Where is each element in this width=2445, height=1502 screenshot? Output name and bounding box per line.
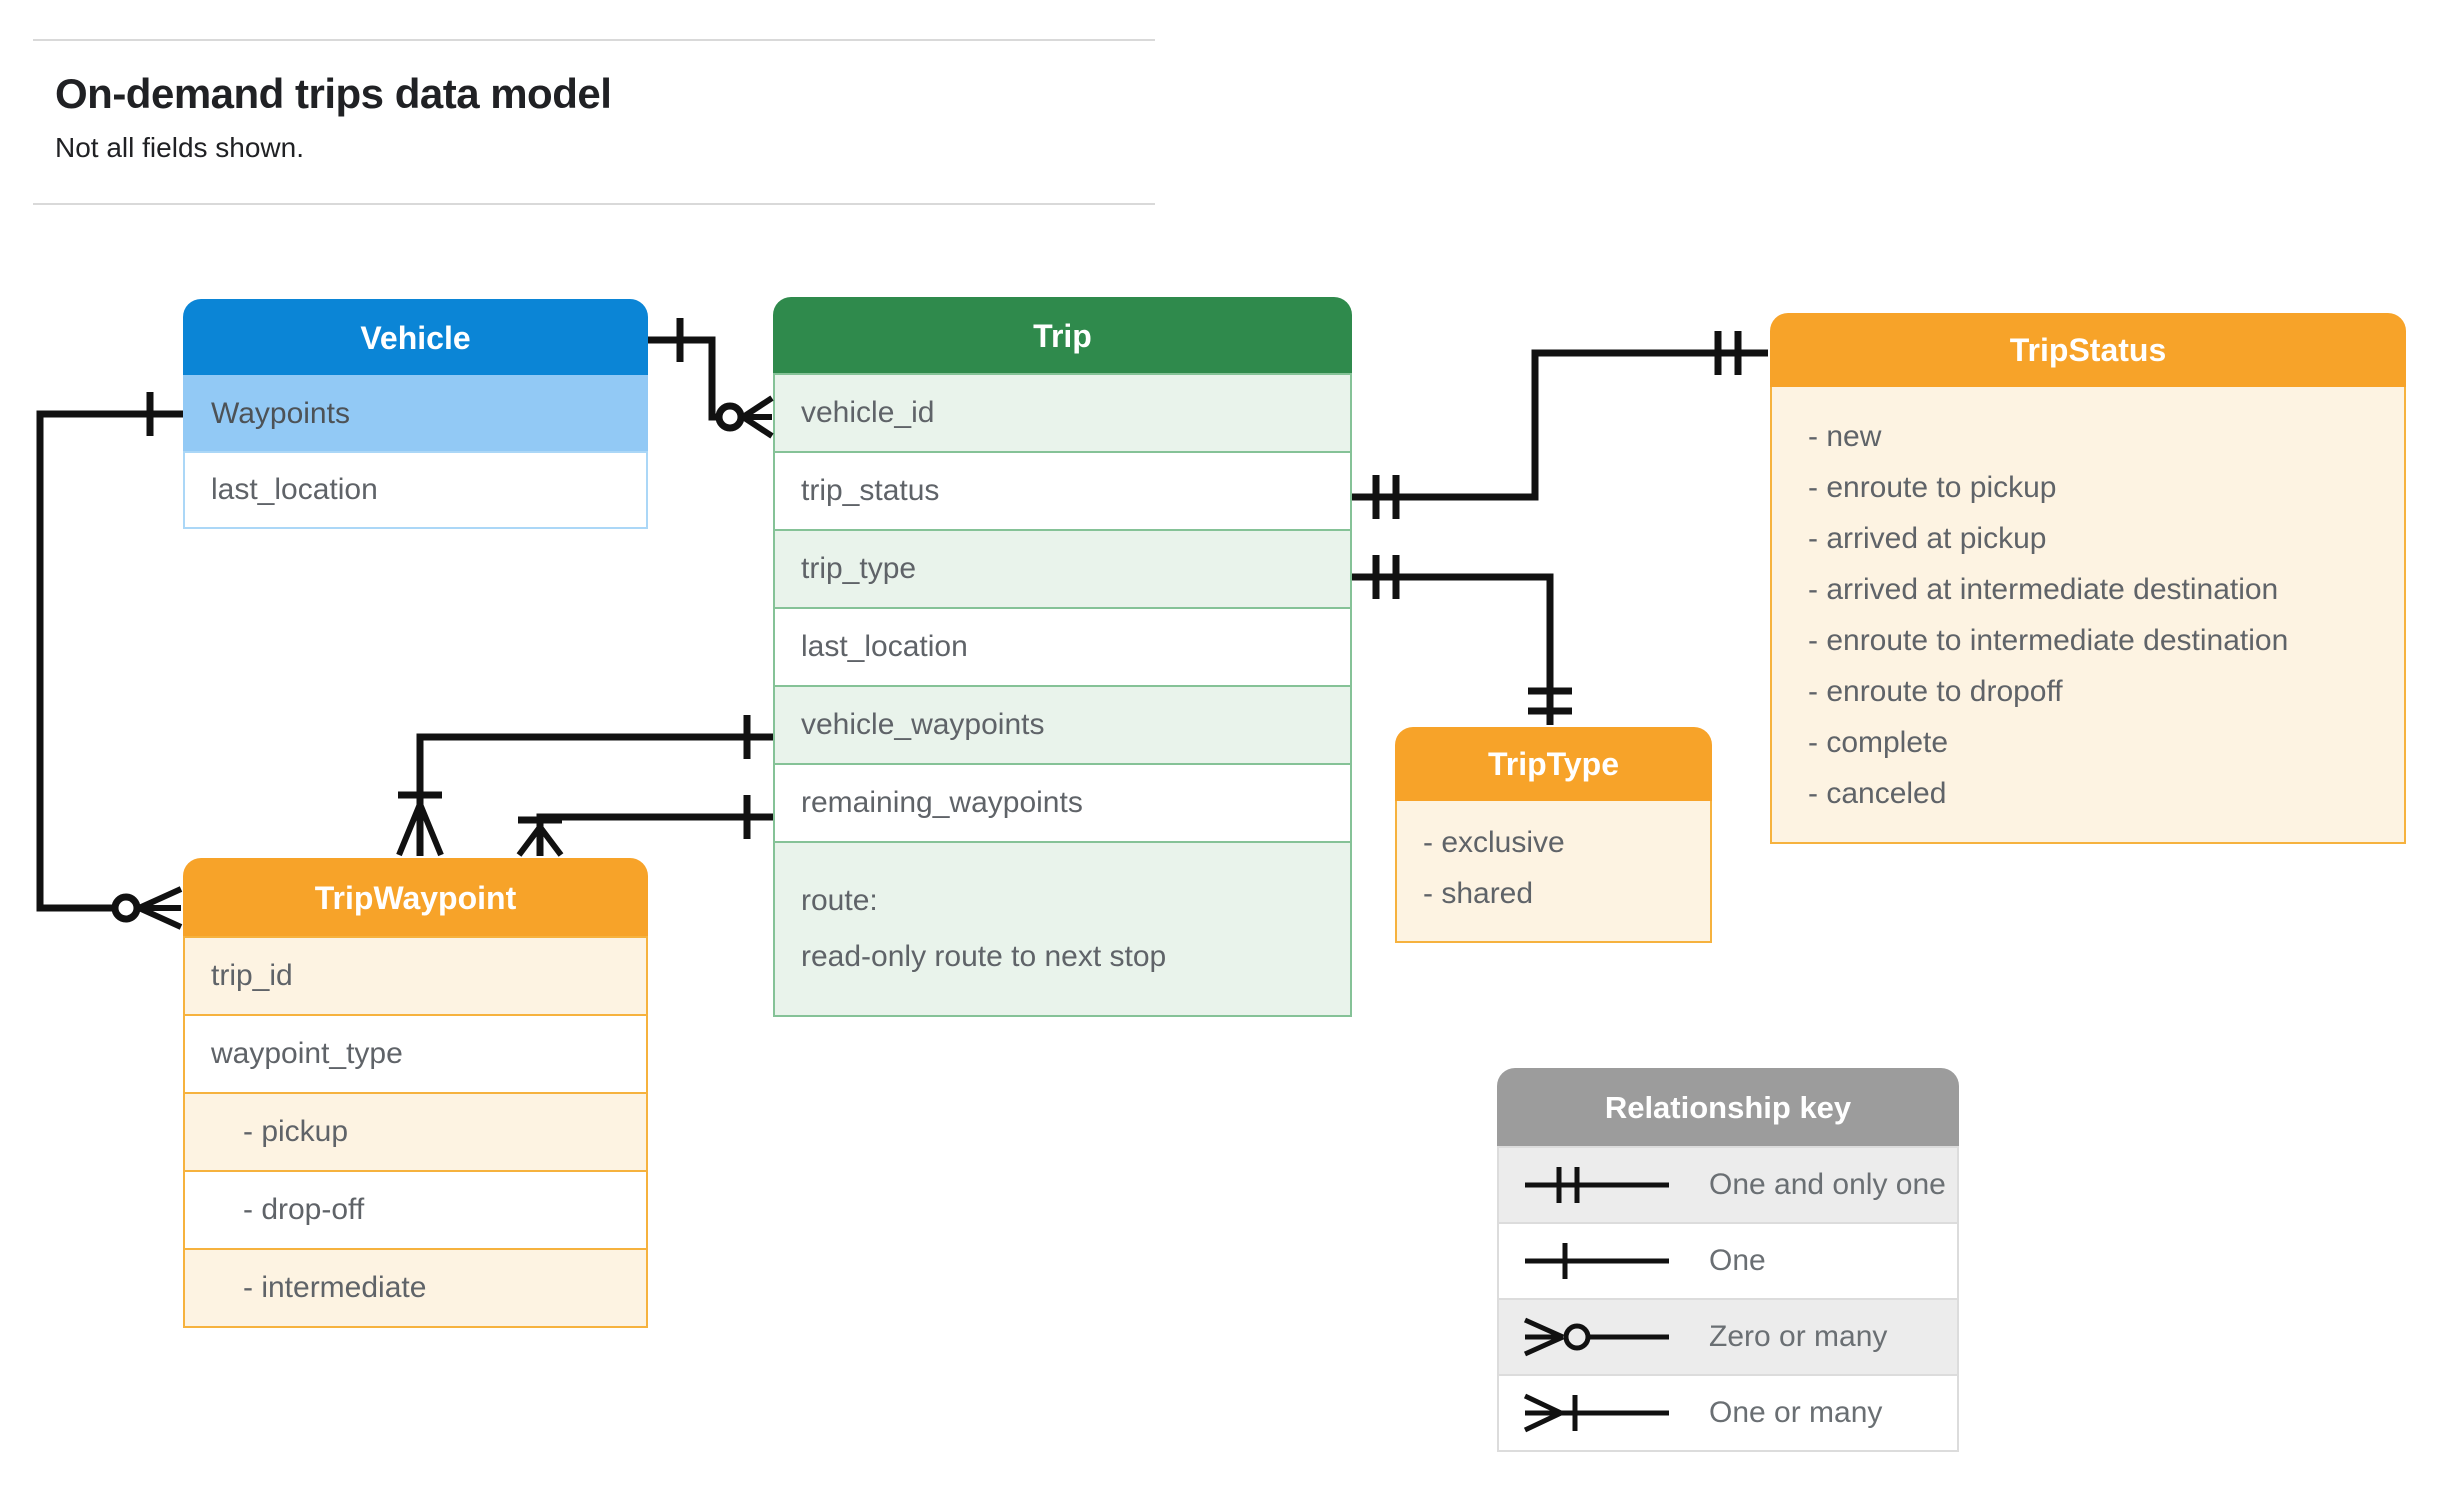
page-subtitle: Not all fields shown. [55, 132, 305, 163]
waypoint-value-dropoff: - drop-off [183, 1170, 648, 1250]
zero-or-many-icon [1523, 1317, 1669, 1357]
type-value: - shared [1423, 877, 1534, 910]
type-value: - exclusive [1423, 826, 1565, 859]
entity-vehicle-title: Vehicle [183, 299, 648, 377]
field-trip-trip-type: trip_type [773, 529, 1352, 609]
field-trip-vehicle-id: vehicle_id [773, 373, 1352, 453]
entity-trip-waypoint-title: TripWaypoint [183, 858, 648, 938]
connector-vehicle-waypoints-to-tripwaypoint [396, 715, 773, 857]
top-divider [33, 39, 1155, 41]
status-value: - canceled [1808, 777, 1947, 810]
field-trip-remaining-waypoints: remaining_waypoints [773, 763, 1352, 843]
legend-label: One and only one [1709, 1168, 1946, 1201]
legend-label: One [1709, 1244, 1766, 1277]
one-or-many-icon [1523, 1393, 1669, 1433]
field-trip-last-location: last_location [773, 607, 1352, 687]
status-value: - complete [1808, 726, 1949, 759]
entity-trip-status-values: - new - enroute to pickup - arrived at p… [1770, 387, 2406, 844]
bottom-divider [33, 203, 1155, 205]
connector-vehicle-waypoints-field-to-tripwaypoint [36, 392, 183, 930]
legend-row-one-and-only-one: One and only one [1497, 1146, 1959, 1224]
connector-remaining-waypoints-to-tripwaypoint [516, 795, 773, 857]
entity-trip-status: TripStatus - new - enroute to pickup - a… [1770, 313, 2406, 844]
entity-trip-title: Trip [773, 297, 1352, 375]
legend-row-one: One [1497, 1222, 1959, 1300]
entity-trip-waypoint: TripWaypoint trip_id waypoint_type - pic… [183, 858, 648, 1328]
status-value: - arrived at pickup [1808, 522, 2047, 555]
field-trip-trip-status: trip_status [773, 451, 1352, 531]
entity-trip: Trip vehicle_id trip_status trip_type la… [773, 297, 1352, 1017]
field-trip-vehicle-waypoints: vehicle_waypoints [773, 685, 1352, 765]
status-value: - enroute to dropoff [1808, 675, 2063, 708]
entity-trip-type-title: TripType [1395, 727, 1712, 801]
field-trip-route: route: read-only route to next stop [773, 841, 1352, 1017]
field-trip-route-label: route: [801, 884, 878, 917]
field-waypoint-type: waypoint_type [183, 1014, 648, 1094]
status-value: - enroute to pickup [1808, 471, 2057, 504]
entity-vehicle: Vehicle Waypoints last_location [183, 299, 648, 529]
legend-row-zero-or-many: Zero or many [1497, 1298, 1959, 1376]
entity-trip-status-title: TripStatus [1770, 313, 2406, 387]
waypoint-value-pickup: - pickup [183, 1092, 648, 1172]
waypoint-value-intermediate: - intermediate [183, 1248, 648, 1328]
connector-trip-status-to-tripstatus [1352, 331, 1768, 519]
field-trip-route-note: read-only route to next stop [801, 940, 1167, 973]
page-title: On-demand trips data model [55, 70, 612, 117]
one-icon [1525, 1243, 1669, 1279]
field-vehicle-last-location: last_location [183, 451, 648, 529]
legend-label: One or many [1709, 1396, 1883, 1429]
entity-trip-type-values: - exclusive - shared [1395, 801, 1712, 943]
relationship-key-title: Relationship key [1497, 1068, 1959, 1148]
status-value: - new [1808, 420, 1882, 453]
connector-vehicle-to-trip [648, 318, 774, 439]
relationship-key: Relationship key One and only one One Ze… [1497, 1068, 1959, 1452]
field-waypoint-trip-id: trip_id [183, 936, 648, 1016]
status-value: - arrived at intermediate destination [1808, 573, 2279, 606]
status-value: - enroute to intermediate destination [1808, 624, 2289, 657]
legend-row-one-or-many: One or many [1497, 1374, 1959, 1452]
entity-trip-type: TripType - exclusive - shared [1395, 727, 1712, 943]
legend-label: Zero or many [1709, 1320, 1888, 1353]
field-vehicle-waypoints: Waypoints [183, 375, 648, 453]
one-and-only-one-icon [1525, 1167, 1669, 1203]
connector-trip-type-to-triptype [1352, 555, 1572, 725]
